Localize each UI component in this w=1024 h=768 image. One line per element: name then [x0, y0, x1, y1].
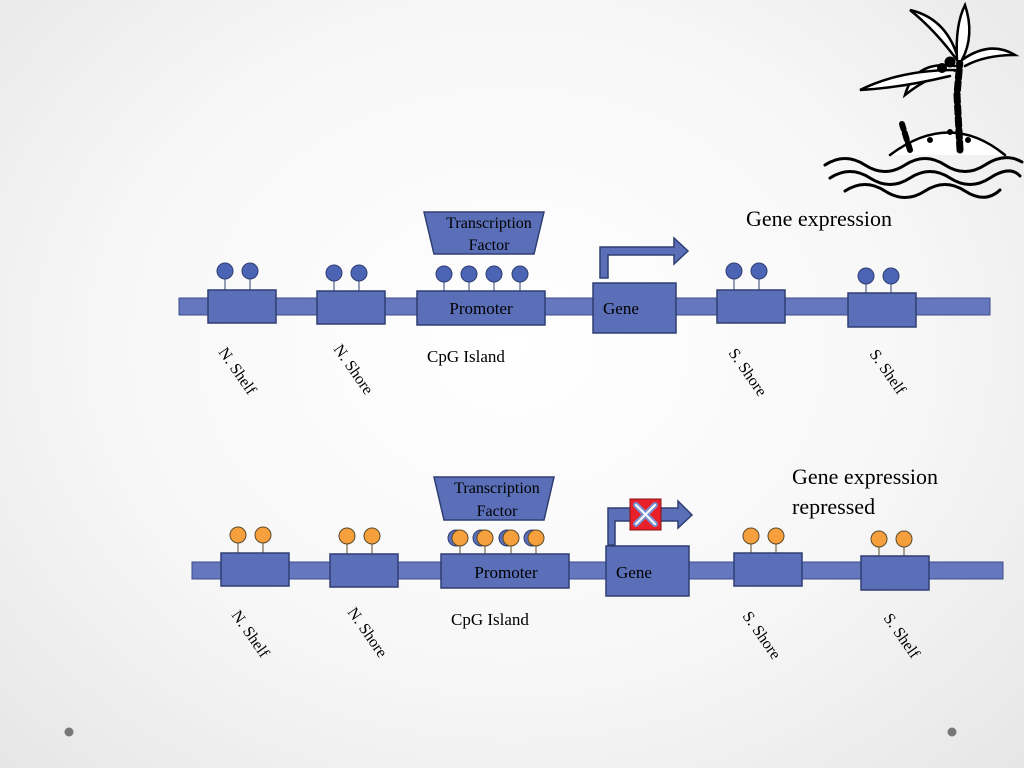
promoter-box: [416, 290, 546, 326]
promoter-label: Promoter: [474, 563, 538, 582]
transcription-factor-shape: [423, 211, 545, 255]
n-shelf-label: N. Shelf: [215, 345, 260, 399]
methylated-cpg-site: [895, 530, 913, 548]
s-shore-box: [733, 552, 803, 587]
methylated-cpg-site: [870, 530, 888, 548]
status-label-line2: repressed: [792, 494, 875, 519]
n-shelf-box: [220, 552, 290, 587]
methylated-cpg-site: [229, 526, 247, 544]
cpg-site: [750, 262, 768, 280]
transcription-factor-label-line2: Factor: [477, 503, 519, 520]
methylated-cpg-site: [502, 529, 520, 547]
panel-repressed: Transcription Factor Promoter Gene CpG I…: [191, 464, 1004, 663]
s-shelf-label: S. Shelf: [880, 611, 923, 663]
promoter-label: Promoter: [449, 299, 513, 318]
n-shore-label: N. Shore: [330, 342, 377, 398]
cpg-site: [857, 267, 875, 285]
status-label-line1: Gene expression: [792, 464, 938, 489]
status-label: Gene expression: [746, 206, 892, 231]
methylated-cpg-site-group: [229, 526, 913, 556]
cpg-site: [725, 262, 743, 280]
gene-box: [592, 282, 677, 334]
cpg-island-label: CpG Island: [451, 610, 529, 629]
cpg-site: [325, 264, 343, 282]
methylated-cpg-site: [527, 529, 545, 547]
s-shore-box: [716, 289, 786, 324]
s-shelf-box: [860, 555, 930, 591]
cpg-site-group: [216, 262, 900, 293]
methylated-cpg-site: [742, 527, 760, 545]
promoter-box: [440, 553, 570, 589]
panel-active: Transcription Factor Promoter Gene CpG I…: [178, 206, 991, 400]
gene-box: [605, 545, 690, 597]
methylated-cpg-site: [363, 527, 381, 545]
s-shelf-box: [847, 292, 917, 328]
methylated-cpg-site: [476, 529, 494, 547]
cpg-site: [216, 262, 234, 280]
n-shelf-box: [207, 289, 277, 324]
transcription-factor-label-line1: Transcription: [446, 215, 532, 232]
cpg-site: [460, 265, 478, 283]
n-shore-box: [329, 553, 399, 588]
transcription-factor-shape: [433, 476, 555, 521]
s-shore-label: S. Shore: [725, 346, 770, 400]
transcription-factor-label-line1: Transcription: [454, 480, 540, 497]
n-shore-label: N. Shore: [344, 605, 391, 661]
n-shore-box: [316, 290, 386, 325]
methylated-cpg-site: [338, 527, 356, 545]
blocked-x-icon: [629, 498, 662, 531]
cpg-site: [241, 262, 259, 280]
cpg-site: [435, 265, 453, 283]
cpg-site: [882, 267, 900, 285]
s-shelf-label: S. Shelf: [866, 347, 909, 399]
cpg-site: [511, 265, 529, 283]
methylated-cpg-site: [254, 526, 272, 544]
transcription-factor-label-line2: Factor: [469, 237, 511, 254]
slide-dot-left: [64, 727, 74, 737]
cpg-site: [350, 264, 368, 282]
cpg-site: [485, 265, 503, 283]
s-shore-label: S. Shore: [739, 609, 784, 663]
cpg-island-label: CpG Island: [427, 347, 505, 366]
methylated-cpg-site: [451, 529, 469, 547]
transcription-arrow: [599, 236, 690, 279]
slide-dot-right: [947, 727, 957, 737]
n-shelf-label: N. Shelf: [228, 608, 273, 662]
methylated-cpg-site: [767, 527, 785, 545]
gene-label: Gene: [603, 299, 639, 318]
gene-label: Gene: [616, 563, 652, 582]
palm-island-icon: [823, 1, 1024, 199]
